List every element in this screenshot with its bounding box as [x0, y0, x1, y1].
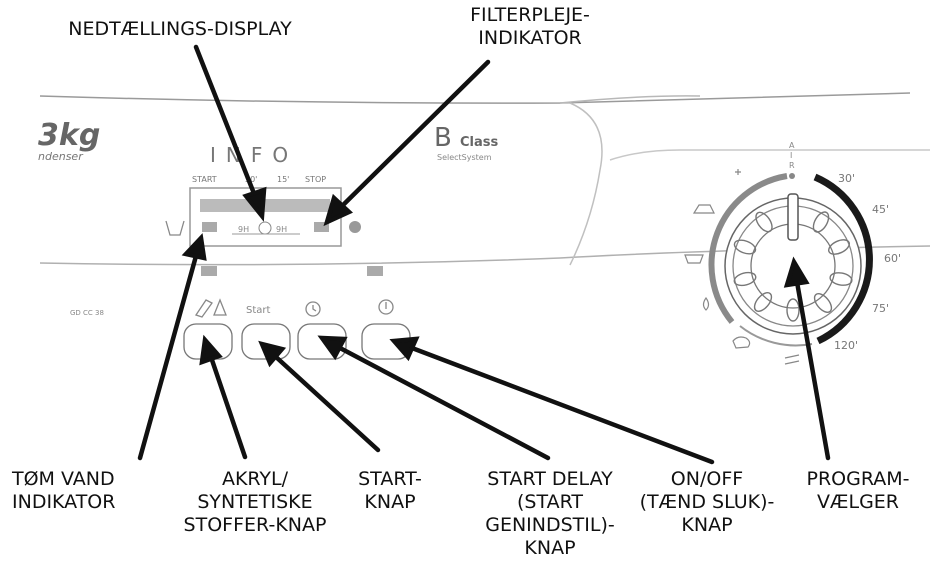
delay-left: 9H: [238, 225, 249, 234]
arrow-delay: [337, 345, 551, 461]
callout-countdown-display: NEDTÆLLINGS-DISPLAY: [68, 18, 292, 40]
callout-start-button: START- KNAP: [358, 468, 422, 513]
air-letter-r: R: [789, 161, 795, 170]
scale-start: START: [192, 175, 217, 184]
scale-stop: STOP: [305, 175, 326, 184]
filter-led: [314, 222, 329, 232]
scale-15: 15': [277, 175, 289, 184]
callout-lines: [137, 44, 831, 465]
power-symbol-icon: [378, 299, 394, 315]
brand-system: SelectSystem: [437, 153, 492, 162]
time-120: 120': [834, 339, 858, 352]
drop-icon: [702, 296, 710, 311]
callout-acrylic-button: AKRYL/ SYNTETISKE STOFFER-KNAP: [183, 468, 327, 536]
start-symbol: Start: [246, 305, 271, 316]
delay-symbol-icon: [305, 301, 321, 317]
capacity-label: 3kg: [38, 118, 100, 153]
led-right: [367, 266, 383, 276]
delay-right: 9H: [276, 225, 287, 234]
iron-icon: [692, 204, 715, 214]
air-letter-i: I: [790, 151, 792, 160]
program-selector-dial[interactable]: A I R 30' 45' 60' 75' 120': [684, 141, 901, 365]
time-30: 30': [838, 172, 855, 185]
ring-light-arc: [739, 325, 813, 347]
status-light: [349, 221, 361, 233]
callout-filter-indicator: FILTERPLEJE- INDIKATOR: [470, 4, 590, 49]
countdown-display: START 50' 15' STOP 9H 9H: [189, 175, 342, 247]
info-label: INFO: [210, 143, 298, 167]
air-letter-a: A: [789, 141, 795, 150]
time-75: 75': [872, 302, 889, 315]
scale-50: 50': [245, 175, 257, 184]
acrylic-symbol-icon: [194, 298, 227, 318]
callout-start-delay-button: START DELAY (START GENINDSTIL)- KNAP: [485, 468, 615, 559]
bars-icon: [784, 354, 800, 365]
model-code: GD CC 38: [70, 309, 104, 317]
arrow-countdown: [193, 44, 258, 199]
sheep-icon: [732, 336, 751, 349]
arrow-program: [794, 279, 831, 461]
callout-program-selector: PROGRAM- VÆLGER: [806, 468, 910, 513]
time-45: 45': [872, 203, 889, 216]
dial-symbol-icons: [684, 169, 800, 365]
arrow-drain: [137, 253, 199, 461]
basket-icon: [684, 254, 704, 264]
drain-led: [202, 222, 217, 232]
arrow-start: [273, 354, 381, 453]
arrow-onoff: [409, 345, 715, 465]
condenser-label: ndenser: [38, 150, 84, 163]
ring-grey-arc: [708, 173, 788, 324]
time-60: 60': [884, 252, 901, 265]
callout-drain-indicator: TØM VAND INDIKATOR: [12, 468, 116, 513]
sun-icon: [735, 169, 741, 175]
ring-dark-arc: [813, 173, 873, 345]
brand-class: Class: [460, 135, 499, 150]
brand-b: B: [434, 123, 452, 153]
arrow-filter: [335, 59, 491, 213]
arrow-acrylic: [209, 357, 248, 460]
water-tank-icon: [165, 220, 185, 236]
led-left: [201, 266, 217, 276]
callout-onoff-button: ON/OFF (TÆND SLUK)- KNAP: [639, 468, 775, 536]
clock-icon: [258, 221, 272, 235]
dial-air-label: A I R: [789, 141, 797, 170]
